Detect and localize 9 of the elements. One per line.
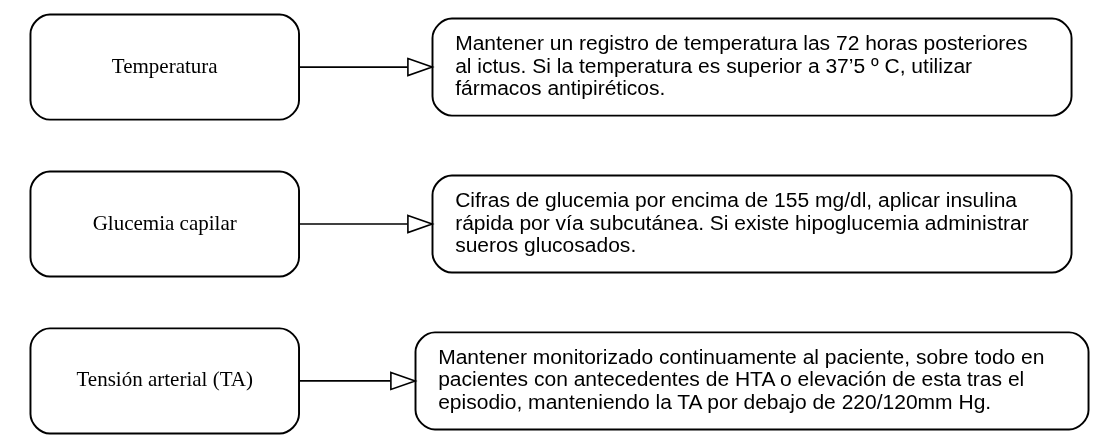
- node-box: Mantener un registro de temperatura las 72 horas posteriores al ictus. Si la temperatura es superior a 37’5 º C, utilizar fármacos antipiréticos.: [431, 17, 1073, 117]
- arrow: [298, 371, 418, 391]
- node-box: Tensión arterial (TA): [29, 327, 300, 435]
- node-box: Mantener monitorizado continuamente al paciente, sobre todo en pacientes con antecedentes de HTA o elevación de esta tras el episodio, manteniendo la TA por debajo de 220/120mm Hg.: [414, 331, 1090, 431]
- node-box: Glucemia capilar: [29, 170, 300, 278]
- arrow: [298, 214, 435, 234]
- node-box: Temperatura: [29, 13, 300, 121]
- node-box: Cifras de glucemia por encima de 155 mg/dl, aplicar insulina rápida por vía subcutánea. Si existe hipoglucemia administrar sueros glucosados.: [431, 174, 1073, 274]
- arrow: [298, 57, 435, 77]
